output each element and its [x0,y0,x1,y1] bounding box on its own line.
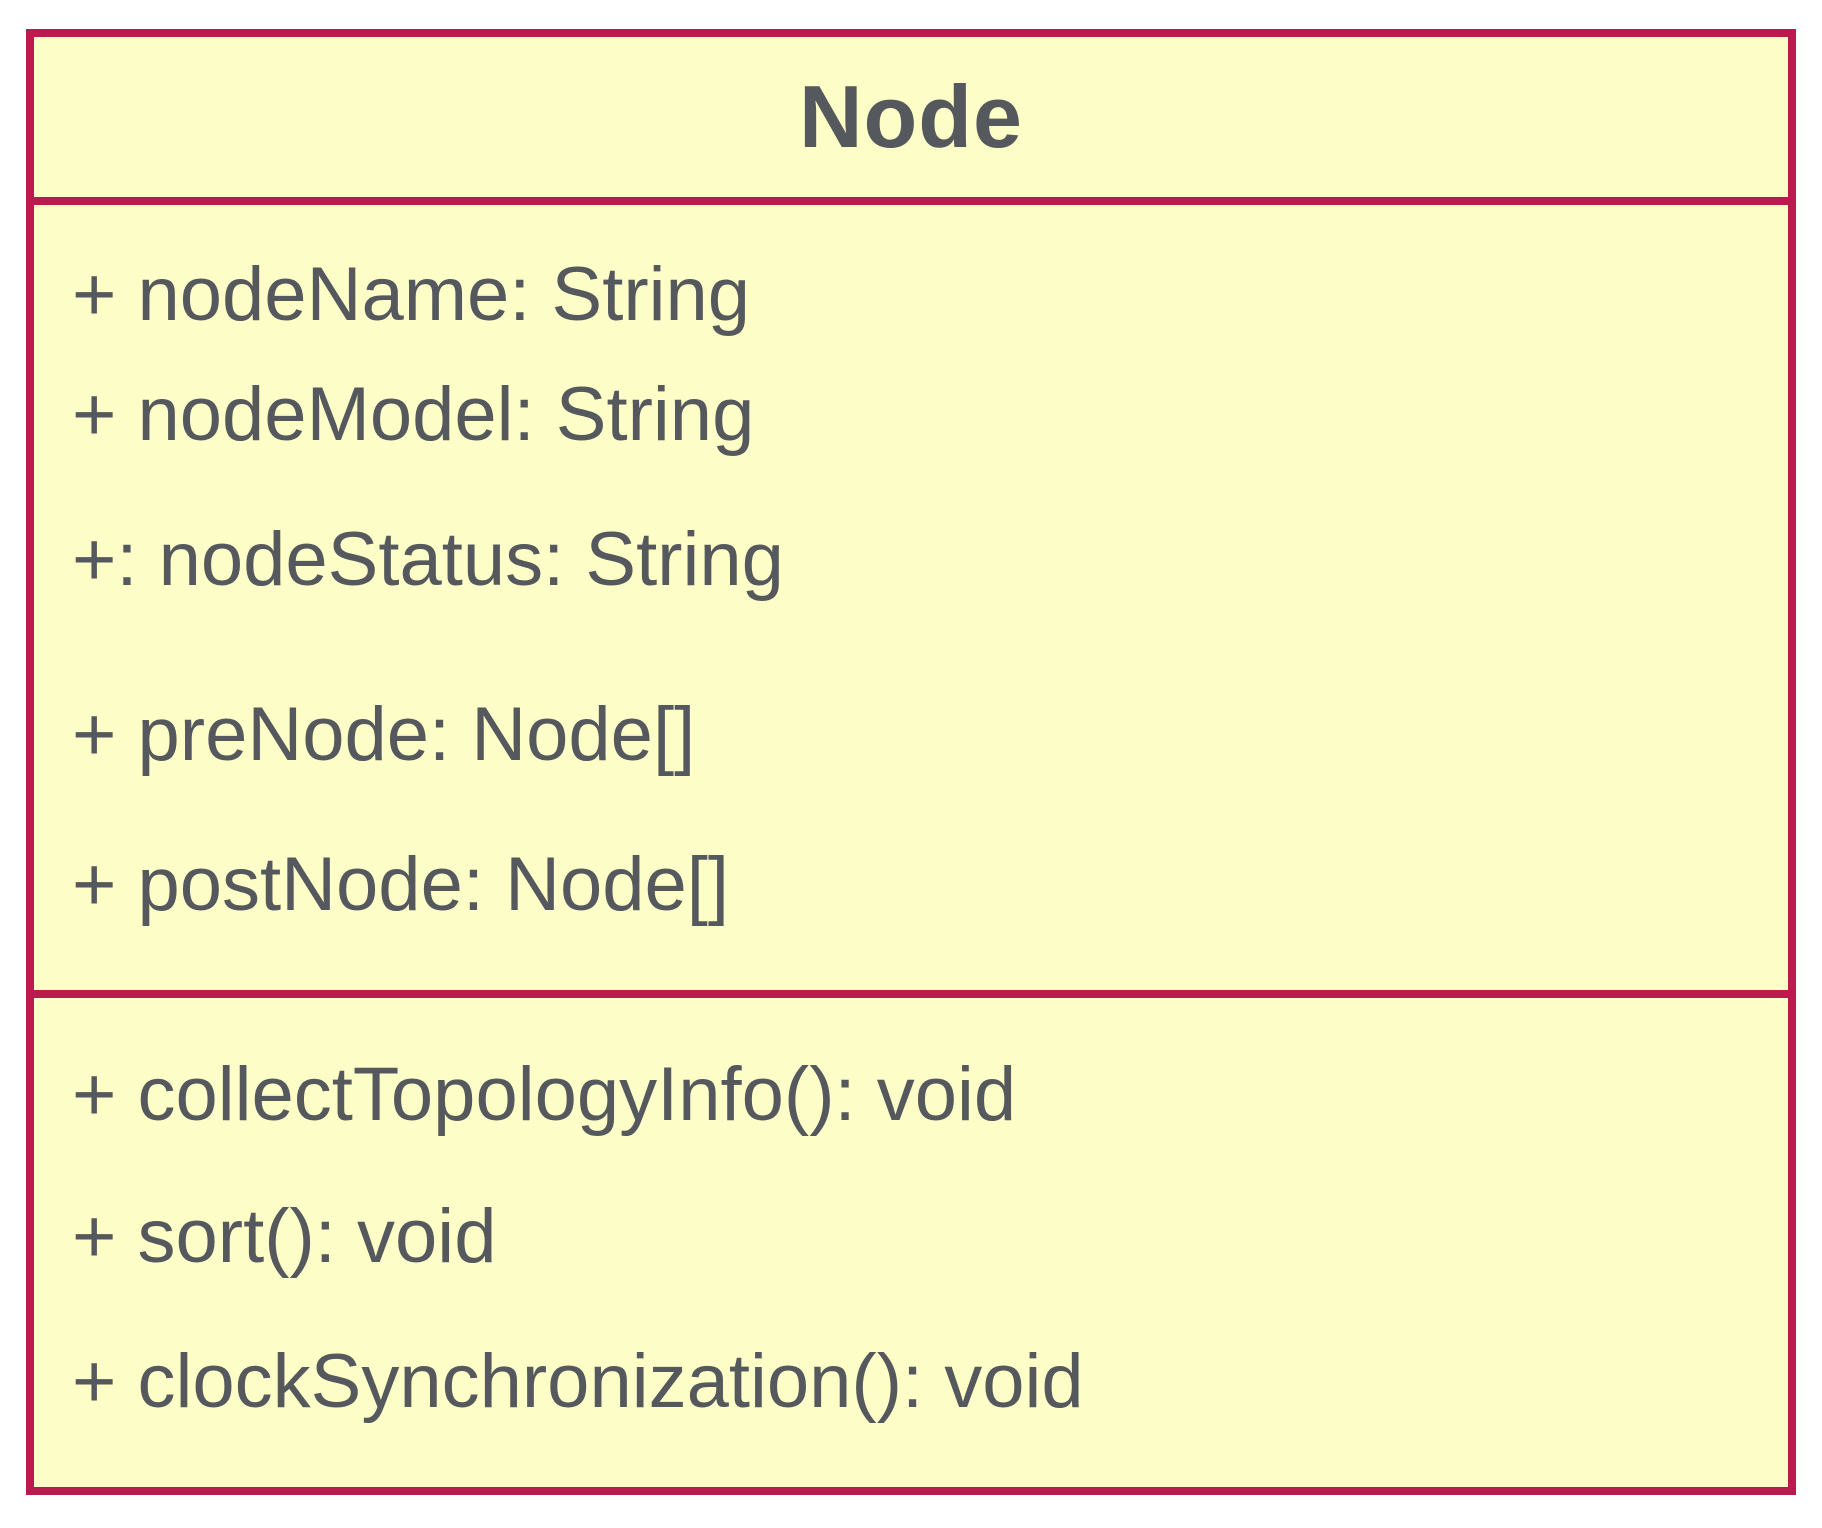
methods-section: + collectTopologyInfo(): void + sort(): … [34,1045,1788,1432]
method-collect-topology-info: + collectTopologyInfo(): void [72,1052,1017,1137]
attribute-node-model: + nodeModel: String [72,372,755,457]
attribute-pre-node: + preNode: Node[] [72,692,696,777]
attribute-node-status: +: nodeStatus: String [72,517,784,602]
attribute-post-node: + postNode: Node[] [72,842,729,927]
method-sort: + sort(): void [72,1194,497,1279]
uml-class-box-node: Node + nodeName: String + nodeModel: Str… [26,29,1796,1495]
attribute-node-name: + nodeName: String [72,252,751,337]
class-name-title: Node [34,37,1788,205]
attributes-section: + nodeName: String + nodeModel: String +… [34,245,1788,998]
method-clock-synchronization: + clockSynchronization(): void [72,1339,1084,1424]
